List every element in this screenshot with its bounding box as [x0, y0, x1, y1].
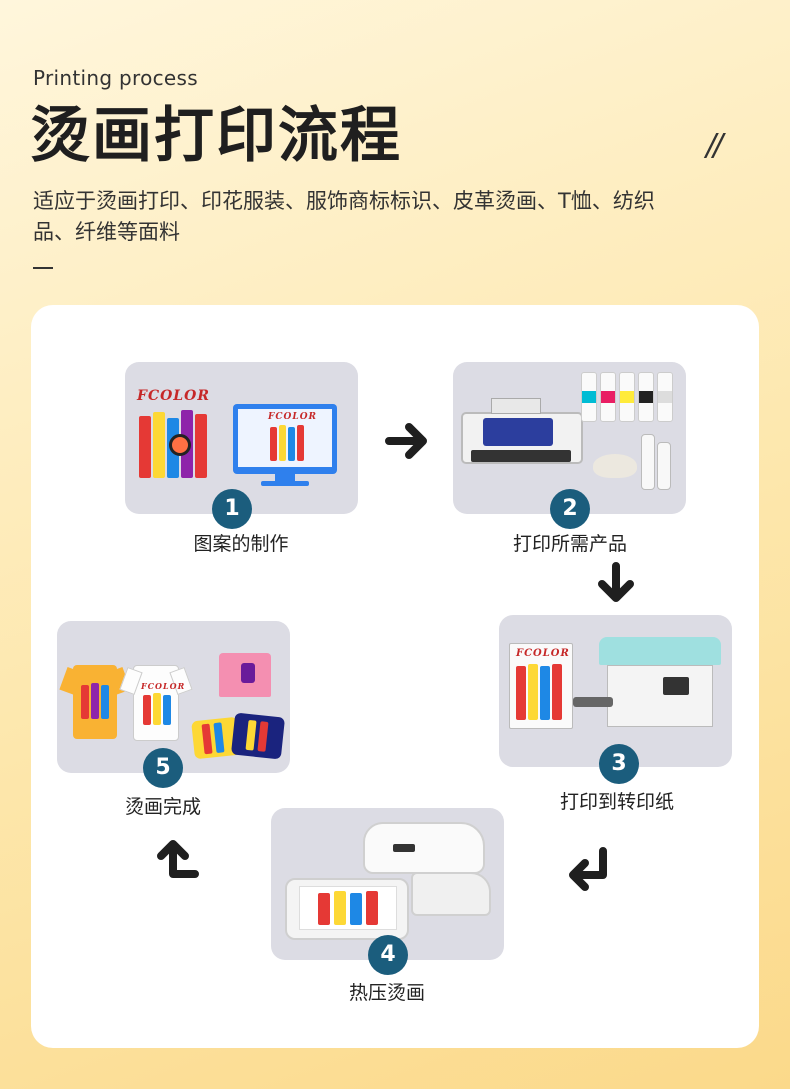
step-3-panel: FCOLOR	[499, 615, 732, 767]
divider-line	[33, 267, 53, 269]
transfer-sheet: FCOLOR	[509, 643, 573, 729]
heat-press-top	[363, 822, 485, 874]
film-roll	[641, 434, 655, 490]
step-5-label: 烫画完成	[124, 796, 201, 818]
step-4-panel	[271, 808, 504, 960]
decorative-slashes: //	[706, 128, 723, 163]
brand-logo: FCOLOR	[137, 388, 210, 404]
screen-brand: FCOLOR	[268, 412, 318, 422]
tshirt-brand: FCOLOR	[141, 681, 186, 691]
page-title: 烫画打印流程	[30, 101, 402, 171]
description: 适应于烫画打印、印花服装、服饰商标标识、皮革烫画、T恤、纺织品、纤维等面料	[33, 189, 655, 244]
step-5-badge: 5	[143, 748, 183, 788]
white-tshirt: FCOLOR	[119, 665, 193, 741]
monitor-stand	[275, 474, 295, 482]
ink-bottles	[581, 372, 677, 424]
step-1-badge: 1	[212, 489, 252, 529]
arrow-return-left-icon	[569, 847, 607, 891]
powder-shaker-machine	[573, 637, 725, 733]
film-roll-2	[657, 442, 671, 490]
computer-monitor: FCOLOR	[233, 404, 337, 474]
sheet-brand: FCOLOR	[516, 648, 570, 659]
arrow-up-turn-icon	[157, 840, 199, 878]
design-poster: FCOLOR	[135, 386, 219, 486]
step-4-badge: 4	[368, 935, 408, 975]
yellow-tshirt	[59, 665, 131, 739]
subtitle-en: Printing process	[33, 66, 198, 90]
arrow-down-icon	[598, 562, 634, 602]
step-3-badge: 3	[599, 744, 639, 784]
printed-pillows	[191, 712, 286, 761]
step-2-label: 打印所需产品	[512, 533, 627, 555]
monitor-base	[261, 481, 309, 486]
step-4-label: 热压烫画	[348, 982, 425, 1004]
pink-shorts	[219, 653, 271, 697]
dtf-printer	[461, 398, 583, 474]
poster-art	[139, 408, 217, 482]
step-2-badge: 2	[550, 489, 590, 529]
step-2-panel	[453, 362, 686, 514]
step-1-panel: FCOLOR FCOLOR	[125, 362, 358, 514]
step-5-panel: FCOLOR	[57, 621, 290, 773]
arrow-right-icon	[385, 423, 427, 459]
hot-melt-powder	[593, 454, 637, 478]
step-1-label: 图案的制作	[193, 533, 289, 555]
heat-press-base	[285, 878, 409, 940]
step-3-label: 打印到转印纸	[559, 791, 674, 813]
process-card: FCOLOR FCOLOR 1 图案的制作	[31, 305, 759, 1048]
heat-press-stand	[411, 872, 491, 916]
